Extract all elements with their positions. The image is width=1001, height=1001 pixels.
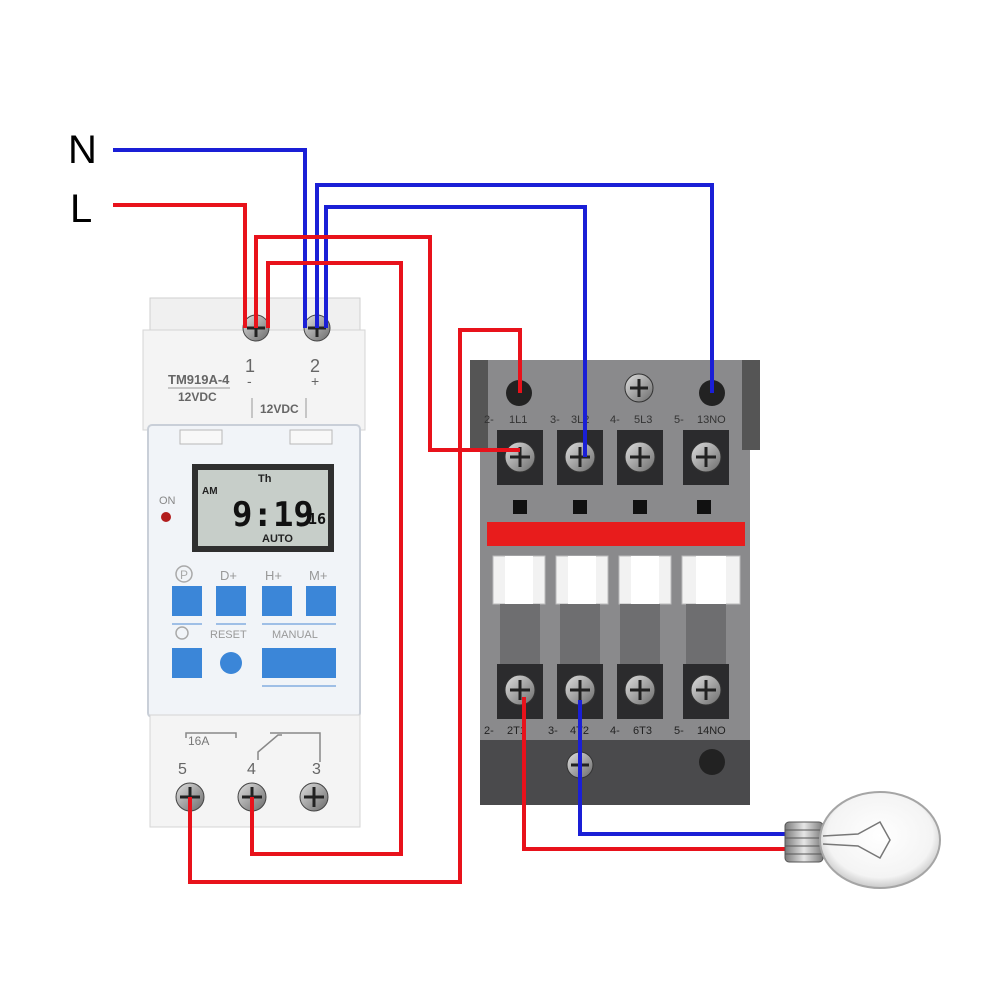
d-plus-button[interactable] <box>216 586 246 616</box>
power-icon <box>175 626 189 640</box>
contactor-top-label-4: 13NO <box>697 414 726 426</box>
wire-4t2-to-lamp <box>578 700 790 836</box>
contactor-top-number-4: 5- <box>674 414 684 426</box>
timer-terminal-3-screw <box>299 782 329 812</box>
lcd-mode: AUTO <box>262 533 293 545</box>
timer-supply-label-2: 12VDC <box>260 402 299 416</box>
on-led <box>161 512 171 522</box>
contactor-red-band <box>487 522 745 546</box>
p-label: P <box>180 568 188 582</box>
d-plus-label: D+ <box>220 568 237 583</box>
wire-2t1-to-lamp <box>522 697 790 851</box>
contactor-top-label-1: 1L1 <box>509 414 527 426</box>
contactor-top-terminal-3 <box>617 430 663 485</box>
timer-terminal-2-sign: + <box>311 373 319 389</box>
timer-terminal-1-sign: - <box>247 373 252 389</box>
timer-supply-label: 12VDC <box>178 390 217 404</box>
manual-label: MANUAL <box>272 629 318 641</box>
contactor-top-terminal-1 <box>497 430 543 485</box>
wire-neutral-to-timer-2 <box>113 148 307 328</box>
bulb-base <box>784 821 824 863</box>
wire-timer-2-to-3l2 <box>324 205 587 457</box>
timer-rating: 16A <box>188 734 209 748</box>
timer-terminal-1-number: 1 <box>245 356 255 376</box>
contactor-top-number-3: 4- <box>610 414 620 426</box>
manual-button[interactable] <box>262 648 336 678</box>
on-label: ON <box>159 495 176 507</box>
timer-terminal-3-number: 3 <box>312 761 321 778</box>
wiring <box>113 148 790 884</box>
contactor-bottom-terminal-3 <box>617 664 663 719</box>
relay-schematic <box>185 732 321 762</box>
bulb-glass <box>819 791 941 889</box>
contactor-a1-screw <box>624 373 654 403</box>
p-button[interactable] <box>172 586 202 616</box>
contactor-bottom-number-2: 3- <box>548 725 558 737</box>
timer-model: TM919A-4 <box>168 372 230 387</box>
lcd-screen <box>198 470 328 546</box>
contactor-top-terminal-2 <box>557 430 603 485</box>
timer-switch: 1 - 2 + TM919A-4 12VDC 12VDC ON AM Th 9:… <box>142 297 366 828</box>
m-plus-label: M+ <box>309 568 327 583</box>
contactor: 2- 1L1 3- 3L2 4- 5L3 5- 13NO <box>470 360 760 805</box>
neutral-label: N <box>68 128 97 172</box>
timer-terminal-2-number: 2 <box>310 356 320 376</box>
reset-label: RESET <box>210 629 247 641</box>
lcd-time: 9:19 <box>232 495 314 535</box>
contactor-top-number-2: 3- <box>550 414 560 426</box>
live-label: L <box>70 187 92 231</box>
wire-live-to-timer-1 <box>113 203 247 328</box>
wire-timer-5-to-1l1 <box>188 328 522 884</box>
timer-terminal-5-number: 5 <box>178 761 187 778</box>
contactor-bottom-terminal-2 <box>557 664 603 719</box>
lcd-day: Th <box>258 473 272 485</box>
bulb-filament <box>822 820 891 860</box>
contactor-bottom-number-1: 2- <box>484 725 494 737</box>
clock-button[interactable] <box>172 648 202 678</box>
lcd-am: AM <box>202 486 218 497</box>
wire-timer-1-to-timer-4 <box>250 261 403 856</box>
contactor-14no-screw <box>699 749 725 775</box>
timer-upper-body <box>142 329 366 431</box>
reset-button[interactable] <box>220 652 242 674</box>
contactor-bottom-label-1: 2T1 <box>507 725 526 737</box>
h-plus-label: H+ <box>265 568 282 583</box>
p-icon: P <box>175 565 193 583</box>
contactor-bottom-number-3: 4- <box>610 725 620 737</box>
wire-timer-2-to-13no <box>315 183 714 393</box>
contactor-bottom-terminal-4 <box>683 664 729 719</box>
light-bulb <box>784 791 941 889</box>
timer-terminal-4-number: 4 <box>247 761 256 778</box>
m-plus-button[interactable] <box>306 586 336 616</box>
contactor-bottom-terminal-1 <box>497 664 543 719</box>
contactor-bottom-number-4: 5- <box>674 725 684 737</box>
contactor-top-number-1: 2- <box>484 414 494 426</box>
h-plus-button[interactable] <box>262 586 292 616</box>
contactor-top-label-3: 5L3 <box>634 414 652 426</box>
contactor-top-terminal-4 <box>683 430 729 485</box>
contactor-bottom-label-3: 6T3 <box>633 725 652 737</box>
lcd-seconds: 16 <box>308 510 326 528</box>
contactor-bottom-label-4: 14NO <box>697 725 726 737</box>
